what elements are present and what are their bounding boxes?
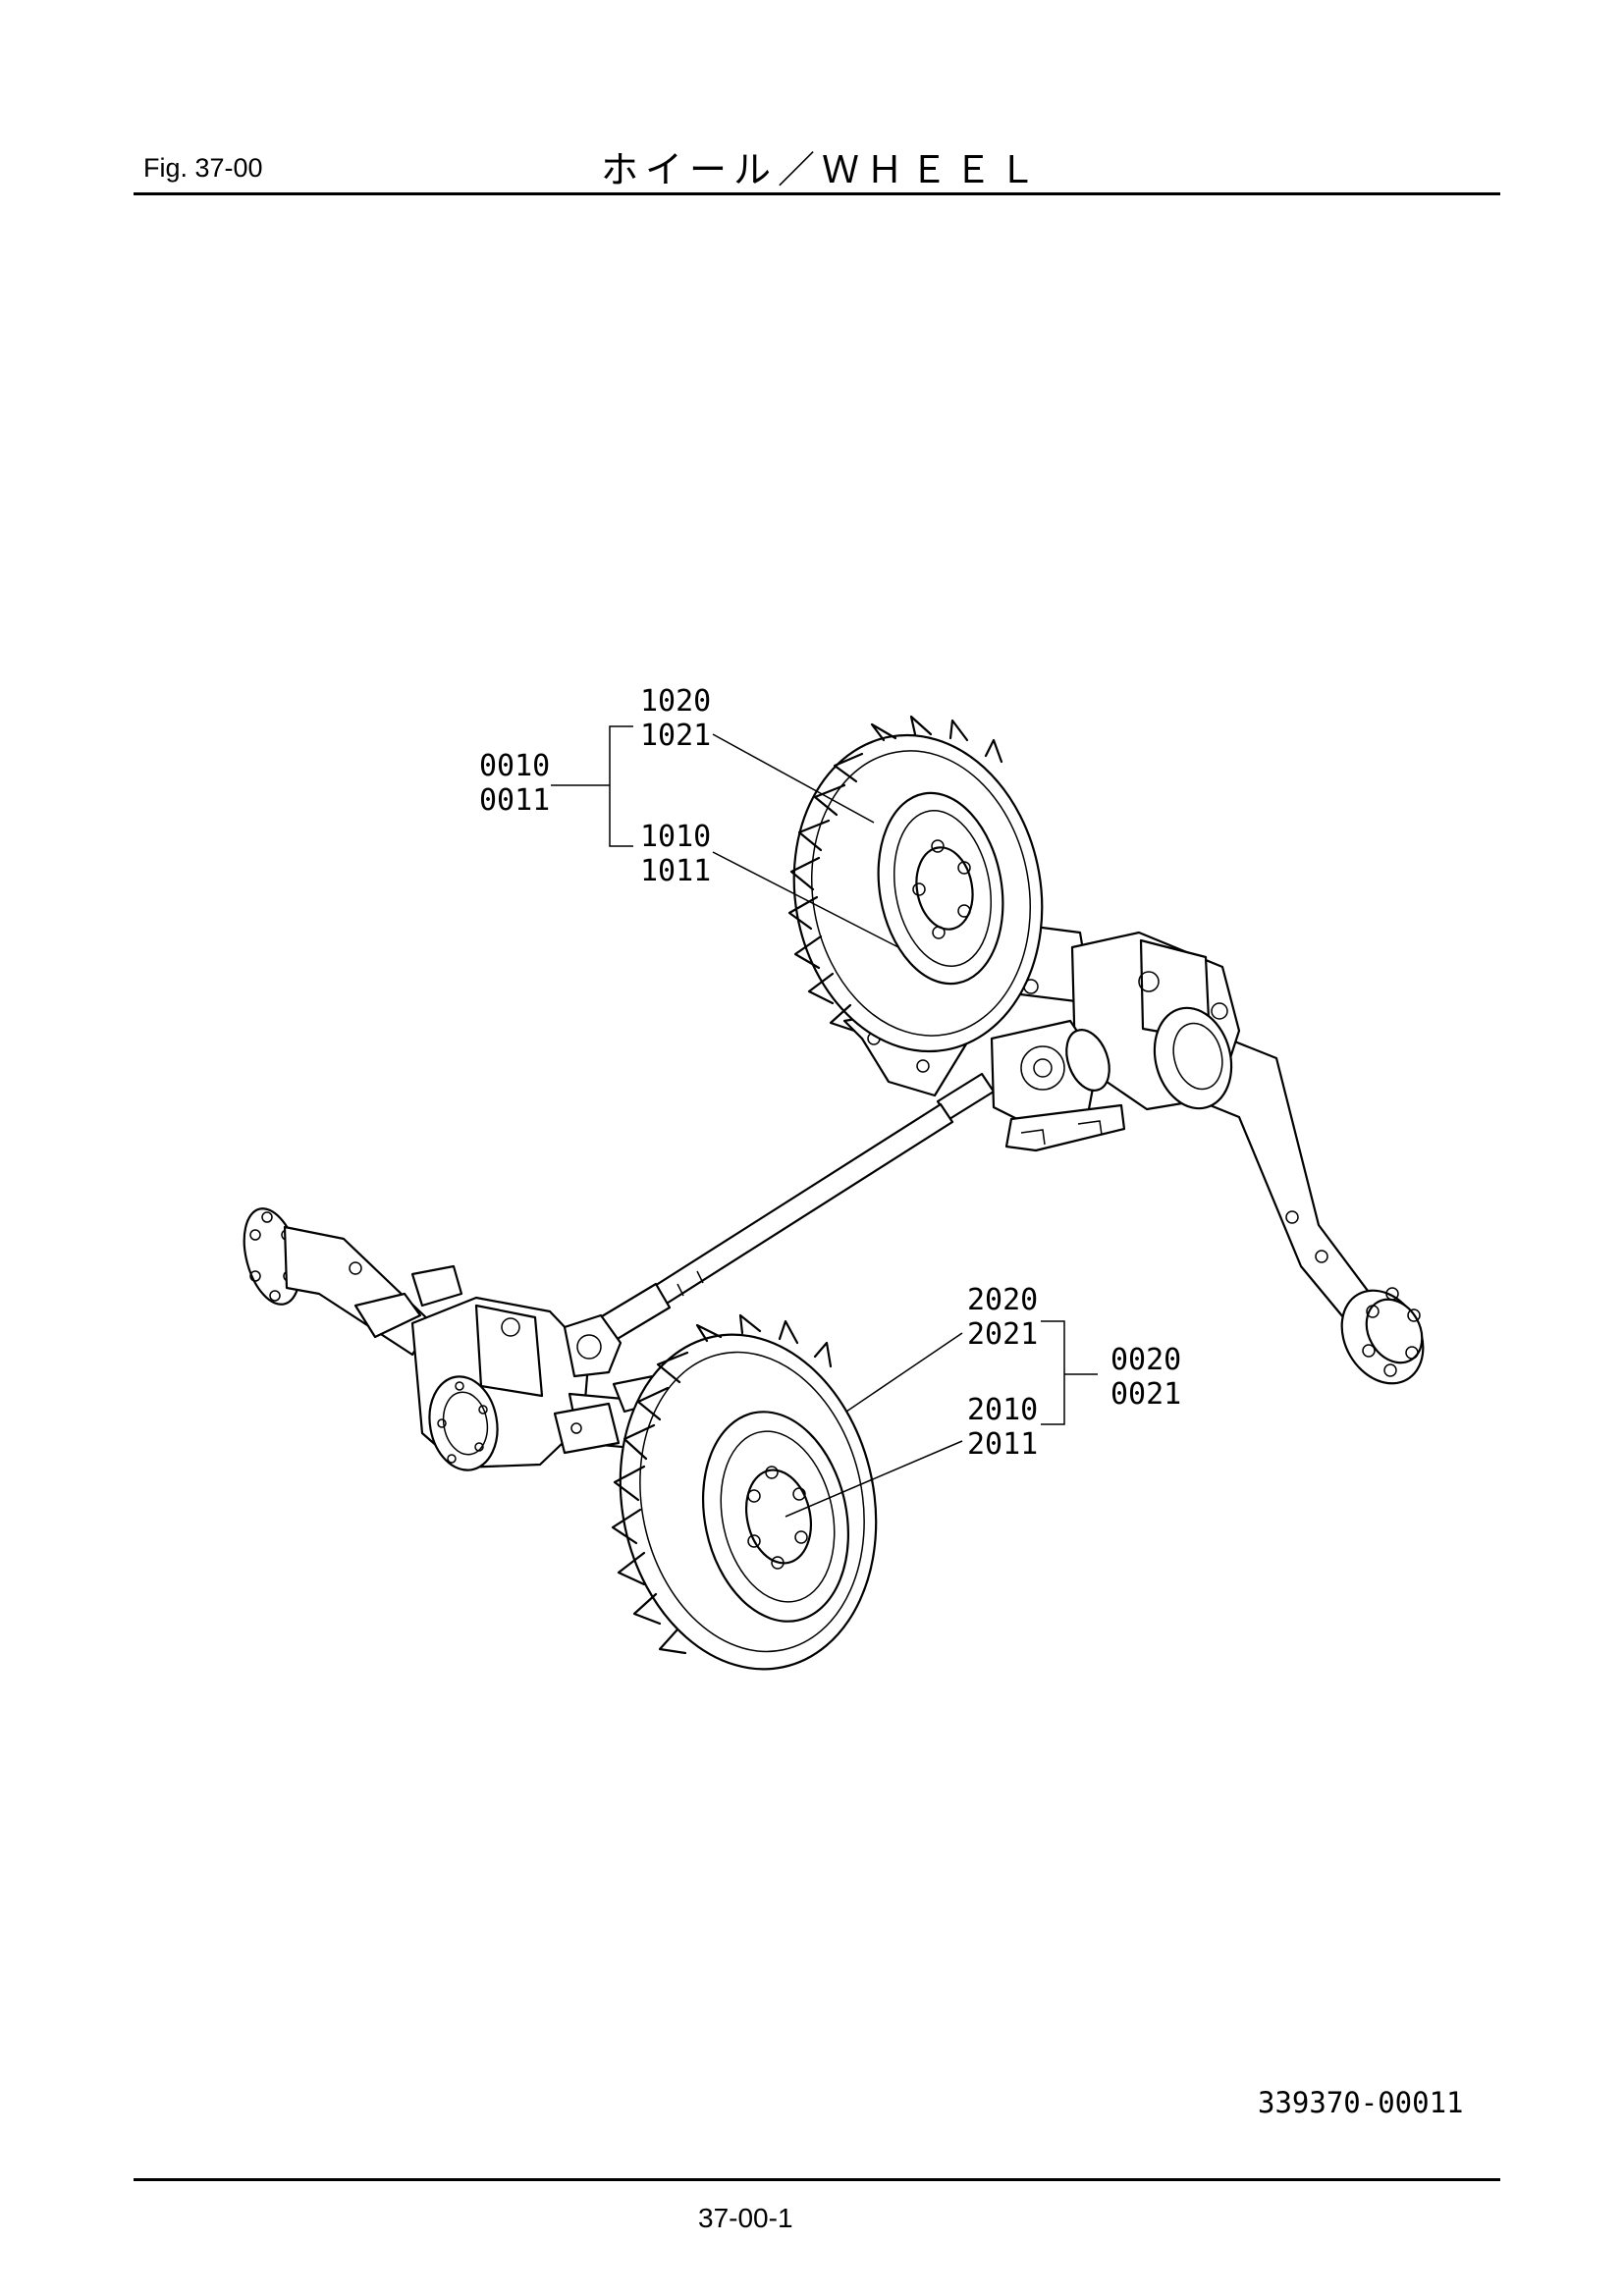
callout-front-assy-1: 0020 <box>1110 1343 1181 1377</box>
callout-front-group: 2020 2021 2010 2011 0020 0021 <box>785 1283 1181 1518</box>
drawing-number: 339370-00011 <box>1258 2086 1464 2119</box>
callout-rear-tire-2: 1021 <box>640 719 711 753</box>
callout-rear-group: 1020 1021 1010 1011 0010 0011 <box>479 684 899 948</box>
callout-rear-wheel-1: 1010 <box>640 820 711 854</box>
rear-axle-assembly <box>842 904 1425 1385</box>
callout-rear-wheel-2: 1011 <box>640 854 711 888</box>
callout-rear-assy-2: 0011 <box>479 783 550 818</box>
drive-shaft <box>585 1072 996 1351</box>
page-title: ホイール／ＷＨＥＥＬ <box>601 150 1044 191</box>
callout-front-assy-2: 0021 <box>1110 1377 1181 1412</box>
callout-front-tire-1: 2020 <box>967 1283 1038 1317</box>
header-rule <box>134 192 1500 195</box>
rear-wheel <box>787 715 1044 1053</box>
callout-front-wheel-1: 2010 <box>967 1393 1038 1427</box>
callout-rear-tire-1: 1020 <box>640 684 711 719</box>
callout-front-tire-2: 2021 <box>967 1317 1038 1352</box>
front-axle-assembly <box>243 1207 689 1471</box>
rear-rim <box>877 791 1004 986</box>
callout-front-wheel-2: 2011 <box>967 1427 1038 1462</box>
page-number: 37-00-1 <box>698 2203 793 2233</box>
rear-right-hub <box>1340 1287 1425 1385</box>
footer-rule <box>134 2178 1500 2181</box>
figure-label: Fig. 37-00 <box>143 153 263 183</box>
front-rim <box>701 1411 850 1623</box>
callout-rear-assy-1: 0010 <box>479 749 550 783</box>
front-wheel <box>611 1313 878 1671</box>
